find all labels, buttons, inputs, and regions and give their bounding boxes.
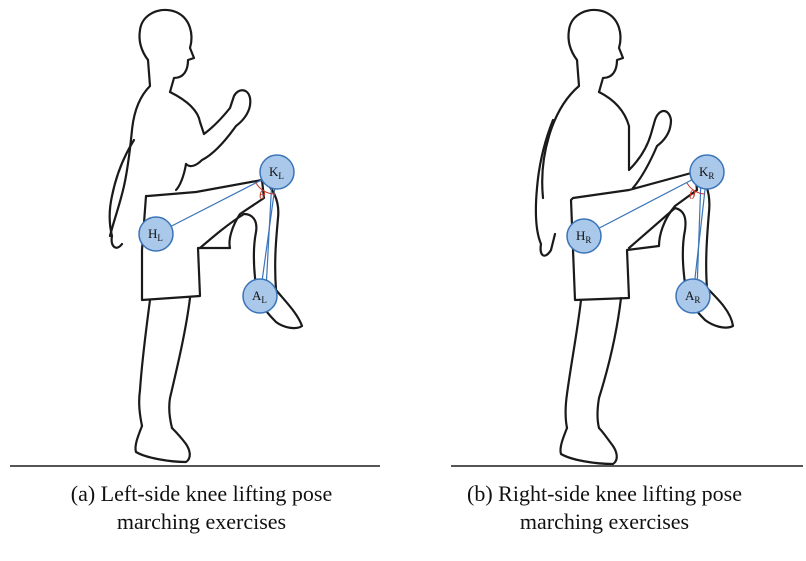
knee-joint: KR — [690, 155, 724, 189]
hip-joint: HL — [139, 217, 173, 251]
caption-right-line1: (b) Right-side knee lifting pose — [403, 480, 806, 508]
person-silhouette — [536, 10, 733, 464]
caption-left: (a) Left-side knee lifting pose marching… — [0, 480, 403, 536]
panel-left-knee-lift: θ HL KL AL (a) Left-side knee lifting po… — [0, 0, 403, 561]
figure-right-knee-lift: θ HR KR AR — [403, 0, 806, 480]
angle-label: θ — [689, 187, 696, 202]
hip-joint: HR — [567, 219, 601, 253]
caption-right-line2: marching exercises — [403, 508, 806, 536]
knee-joint: KL — [260, 155, 294, 189]
knee-ankle-line-2 — [266, 178, 272, 290]
panel-right-knee-lift: θ HR KR AR (b) Right-side knee lifting p… — [403, 0, 806, 561]
caption-left-line2: marching exercises — [0, 508, 403, 536]
ankle-joint: AR — [676, 279, 710, 313]
hip-knee-line — [156, 172, 277, 234]
caption-left-line1: (a) Left-side knee lifting pose — [0, 480, 403, 508]
figure-left-knee-lift: θ HL KL AL — [0, 0, 403, 480]
caption-right: (b) Right-side knee lifting pose marchin… — [403, 480, 806, 536]
angle-label: θ — [259, 187, 266, 202]
ankle-joint: AL — [243, 279, 277, 313]
hip-knee-line — [584, 172, 707, 236]
